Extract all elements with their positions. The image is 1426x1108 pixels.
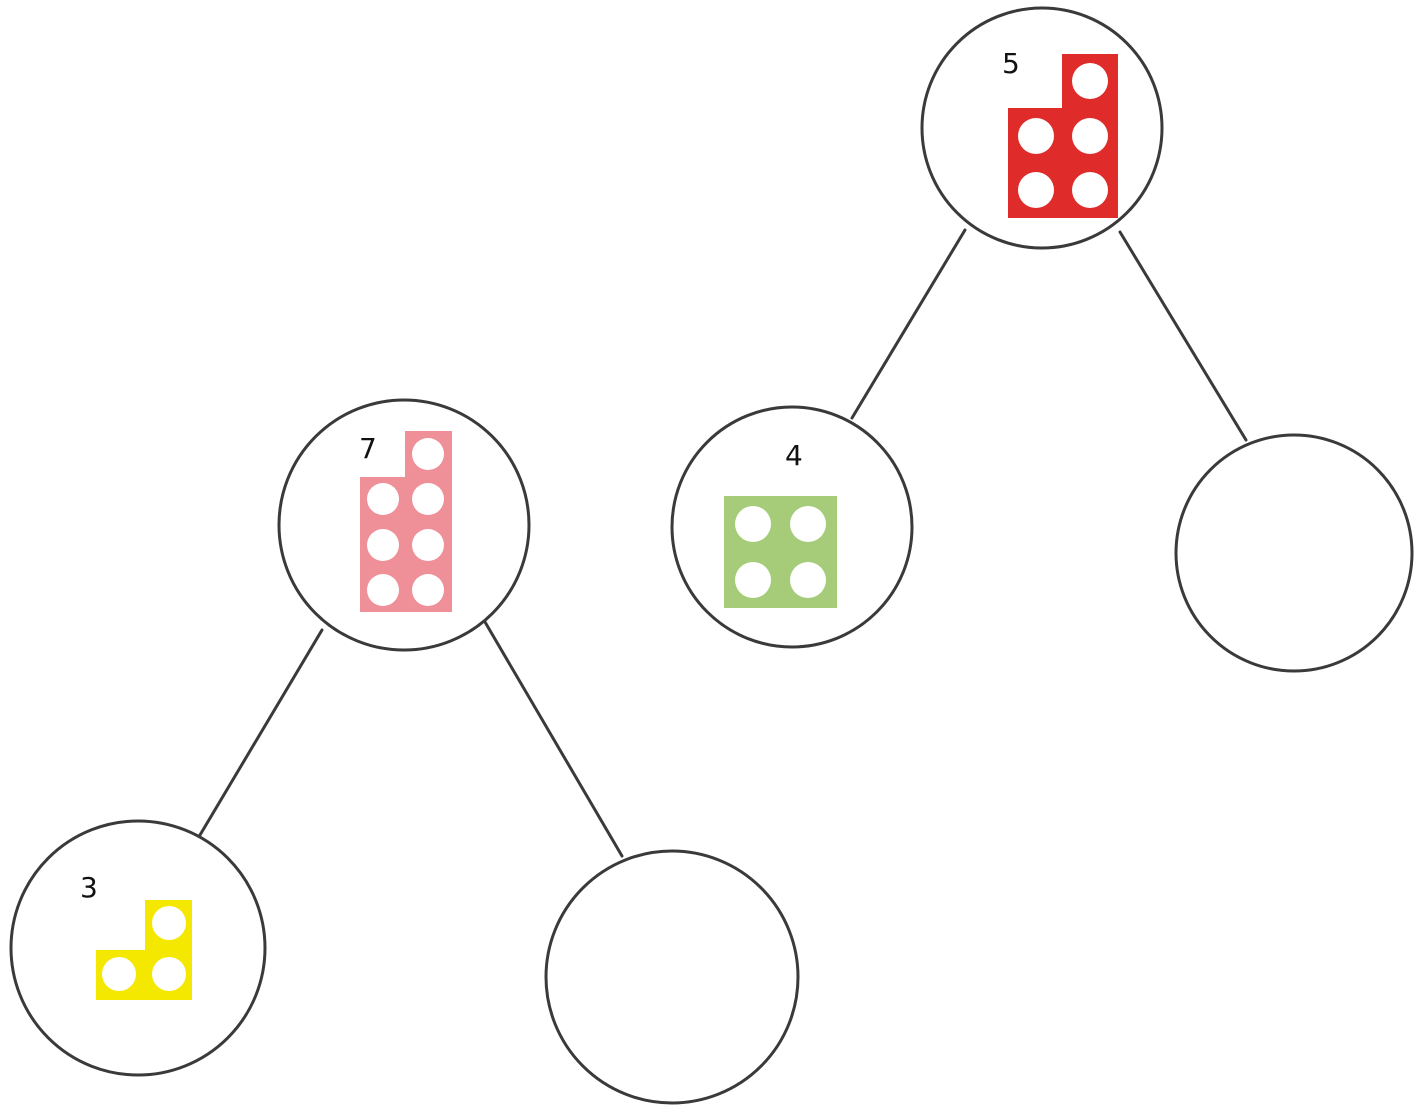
hole: [1072, 118, 1108, 154]
node-part-empty-bottom: [544, 849, 800, 1105]
numicon-five-icon: [1008, 54, 1118, 218]
hole: [412, 438, 444, 470]
label-whole-five: 5: [1002, 47, 1020, 80]
hole: [412, 529, 444, 561]
hole: [735, 562, 771, 598]
hole: [412, 483, 444, 515]
tree-five: 5 4: [670, 6, 1414, 673]
hole: [790, 562, 826, 598]
edge-five-right: [1118, 230, 1248, 442]
hole: [790, 506, 826, 542]
numicon-seven-body: [360, 431, 452, 612]
circle-part-empty-top: [1174, 433, 1414, 673]
label-part-three: 3: [80, 871, 98, 904]
label-whole-seven: 7: [359, 432, 377, 465]
numicon-seven-icon: [360, 431, 452, 612]
hole: [735, 506, 771, 542]
hole: [1018, 118, 1054, 154]
hole: [412, 574, 444, 606]
edge-seven-right: [483, 620, 624, 858]
hole: [152, 957, 186, 991]
node-part-four: 4: [670, 405, 914, 649]
hole: [1072, 63, 1108, 99]
node-whole-seven: 7: [277, 398, 531, 652]
hole: [367, 483, 399, 515]
hole: [1018, 172, 1054, 208]
node-part-three: 3: [9, 819, 267, 1077]
numicon-four-icon: [724, 496, 837, 608]
edge-five-left: [850, 228, 967, 420]
hole: [367, 529, 399, 561]
tree-seven: 7 3: [9, 398, 800, 1105]
hole: [367, 574, 399, 606]
circle-part-empty-bottom: [544, 849, 800, 1105]
node-part-empty-top: [1174, 433, 1414, 673]
circle-part-three: [9, 819, 267, 1077]
hole: [152, 906, 186, 940]
edge-seven-left: [198, 628, 324, 837]
node-whole-five: 5: [920, 6, 1164, 250]
numicon-three-icon: [96, 900, 192, 1000]
hole: [102, 957, 136, 991]
label-part-four: 4: [785, 439, 803, 472]
hole: [1072, 172, 1108, 208]
